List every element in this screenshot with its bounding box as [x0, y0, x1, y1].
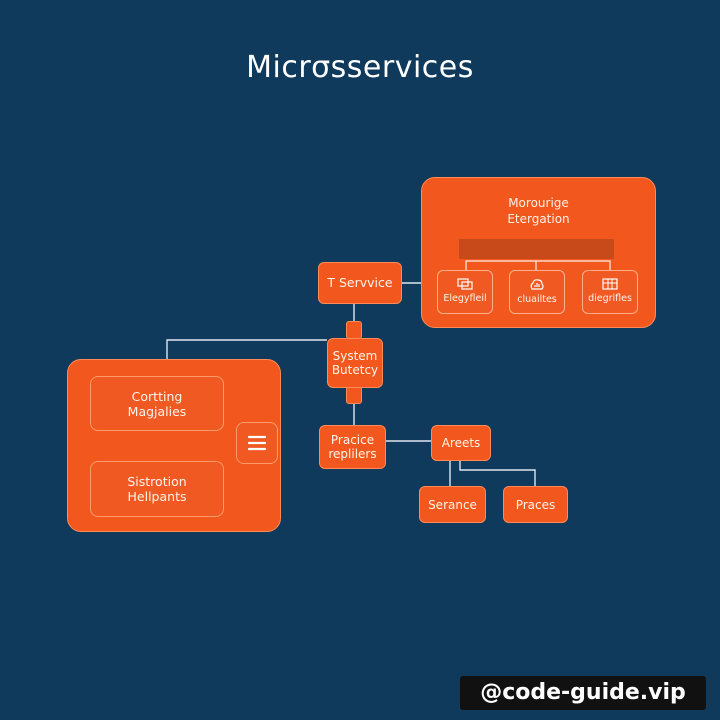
cloud-chart-icon: [530, 279, 544, 290]
mgmt-label-1: Morourige: [508, 196, 569, 210]
grid-panel-icon: [602, 278, 618, 290]
left-bottom-label-1: Sistrotion: [127, 474, 187, 489]
stack-node[interactable]: [236, 422, 278, 464]
service-label: T Servvice: [327, 275, 393, 290]
mgmt-chip-1[interactable]: Elegyfleil: [437, 270, 493, 314]
page-title: Micrσsservices: [246, 50, 474, 85]
left-top-label-1: Cortting: [131, 388, 183, 404]
mgmt-chip-3-label: diegrifles: [588, 293, 632, 304]
service-node[interactable]: T Servvice: [318, 262, 402, 304]
practice-label-1: Pracice: [330, 433, 375, 447]
edge-system-left: [166, 339, 327, 360]
praces-label: Praces: [515, 497, 556, 512]
mgmt-chip-2-label: cluailtes: [517, 294, 557, 305]
left-bottom-label-2: Hellpants: [127, 489, 187, 504]
stack-icon: [247, 435, 267, 451]
areets-label: Areets: [441, 436, 481, 450]
mgmt-chip-3[interactable]: diegrifles: [582, 270, 638, 314]
mgmt-chip-2[interactable]: cluailtes: [509, 270, 565, 314]
system-label-1: System: [332, 349, 378, 363]
practice-node[interactable]: Pracice replilers: [319, 425, 386, 469]
mgmt-label-2: Etergation: [507, 212, 570, 226]
left-bottom-node[interactable]: Sistrotion Hellpants: [90, 461, 224, 517]
practice-label-2: replilers: [328, 447, 377, 461]
watermark-handle: @code-guide.vip: [460, 676, 706, 710]
system-node[interactable]: System Butetcy: [327, 338, 383, 388]
edge-areets-children: [459, 461, 536, 486]
mgmt-chip-1-label: Elegyfleil: [443, 293, 487, 304]
mgmt-divider-bar: [459, 239, 614, 259]
praces-node[interactable]: Praces: [503, 486, 568, 523]
monitor-icon: [457, 278, 473, 290]
system-connector-top: [346, 321, 362, 339]
left-top-node[interactable]: Cortting Magjalies: [90, 376, 224, 431]
system-label-2: Butetcy: [331, 363, 379, 377]
left-top-label-2: Magjalies: [127, 403, 187, 419]
areets-node[interactable]: Areets: [431, 425, 491, 461]
serance-node[interactable]: Serance: [419, 486, 486, 523]
system-connector-bottom: [346, 386, 362, 404]
serance-label: Serance: [428, 497, 477, 512]
